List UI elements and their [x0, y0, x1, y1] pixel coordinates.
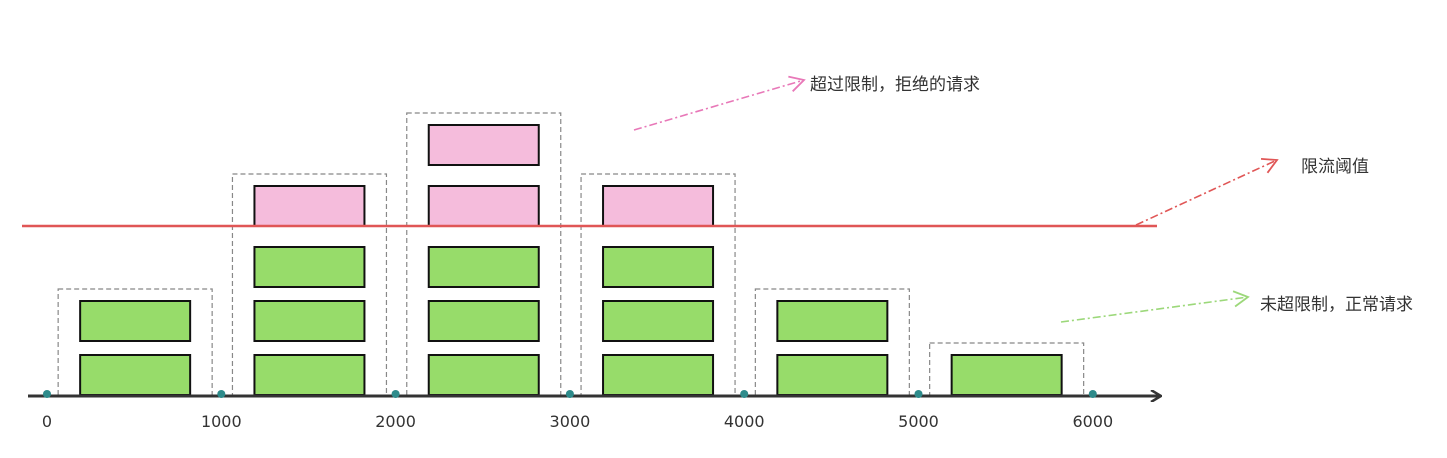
- tick-label-1000: 1000: [201, 412, 242, 431]
- accepted-request-block-3-1: [602, 300, 715, 342]
- accepted-arrow: [1060, 290, 1250, 323]
- accepted-request-block-0-0: [79, 354, 192, 396]
- accepted-label: 未超限制，正常请求: [1260, 295, 1413, 315]
- accepted-request-block-1-1: [253, 300, 366, 342]
- tick-label-0: 0: [42, 412, 52, 431]
- accepted-request-block-0-1: [79, 300, 192, 342]
- threshold-arrow: [1135, 158, 1279, 226]
- blocks-layer: [79, 124, 1063, 396]
- accepted-request-block-2-0: [427, 354, 540, 396]
- rejected-request-block-1-3: [253, 185, 366, 227]
- rejected-arrow: [633, 75, 806, 131]
- accepted-request-block-4-1: [776, 300, 889, 342]
- accepted-request-block-5-0: [950, 354, 1063, 396]
- accepted-request-block-4-0: [776, 354, 889, 396]
- rejected-request-block-3-3: [602, 185, 715, 227]
- tick-dot-4000: [740, 390, 749, 398]
- tick-label-5000: 5000: [898, 412, 939, 431]
- x-axis-ticks: 0 1000 2000 3000 4000 5000 6000: [42, 390, 1113, 431]
- tick-label-3000: 3000: [550, 412, 591, 431]
- accepted-request-block-2-1: [427, 300, 540, 342]
- accepted-request-block-1-2: [253, 246, 366, 288]
- accepted-request-block-3-0: [602, 354, 715, 396]
- tick-dot-5000: [914, 390, 923, 398]
- tick-dot-0: [43, 390, 51, 398]
- rejected-request-block-2-3: [427, 185, 540, 227]
- annotation-arrows: [633, 75, 1279, 323]
- rejected-request-block-2-4: [427, 124, 540, 166]
- tick-dot-2000: [391, 390, 400, 398]
- tick-label-4000: 4000: [724, 412, 765, 431]
- windows-layer: [57, 112, 1085, 397]
- tick-dot-6000: [1088, 390, 1097, 398]
- accepted-request-block-1-0: [253, 354, 366, 396]
- tick-dot-1000: [217, 390, 226, 398]
- rejected-label: 超过限制，拒绝的请求: [810, 75, 980, 95]
- tick-label-2000: 2000: [375, 412, 416, 431]
- threshold-label: 限流阈值: [1301, 157, 1369, 177]
- tick-label-6000: 6000: [1072, 412, 1113, 431]
- accepted-request-block-2-2: [427, 246, 540, 288]
- tick-dot-3000: [565, 390, 574, 398]
- accepted-request-block-3-2: [602, 246, 715, 288]
